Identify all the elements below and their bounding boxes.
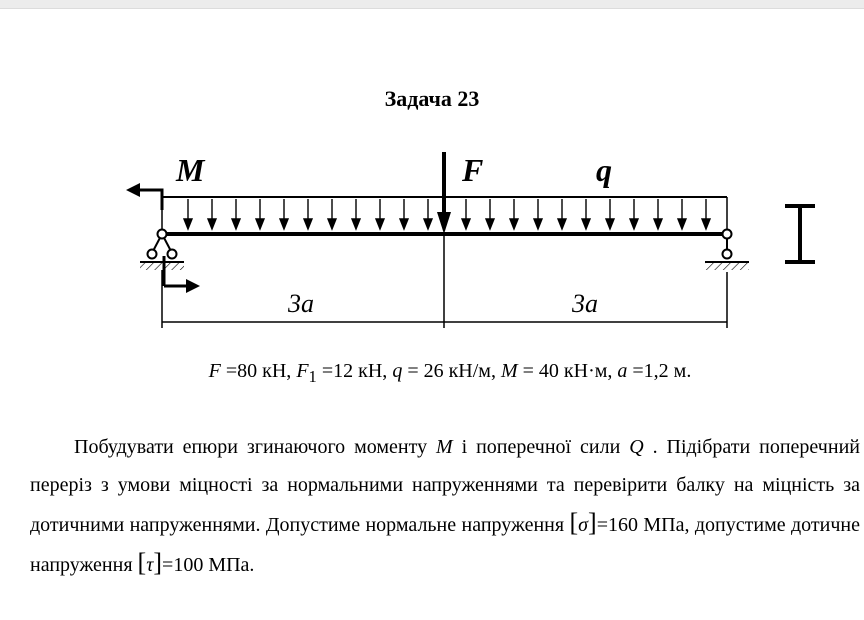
top-band: [0, 0, 864, 9]
label-load-q: q: [596, 152, 612, 188]
task-paragraph: Побудувати епюри згинаючого моменту M і …: [30, 436, 861, 577]
label-force-f: F: [461, 152, 483, 188]
right-roller-support: [705, 228, 749, 270]
distributed-load-arrows: [182, 199, 712, 231]
beam-diagram: M F q 3a 3a: [126, 152, 815, 328]
dimension-right-label: 3a: [571, 289, 598, 318]
left-pin-support: [140, 228, 184, 270]
i-section-icon: [785, 204, 815, 264]
problem-title: Задача 23: [384, 86, 480, 111]
task-text: Побудувати епюри згинаючого моменту M і …: [30, 428, 860, 584]
dimension-lines: [161, 236, 728, 328]
force-f-arrow: [437, 152, 451, 234]
label-moment-m: M: [175, 152, 206, 188]
dimension-left-label: 3a: [287, 289, 314, 318]
given-data-line: F =80 кН, F1 =12 кН, q = 26 кН/м, M = 40…: [208, 360, 692, 386]
force-f1-arrow: [162, 256, 200, 293]
moment-m-arrow: [126, 183, 164, 210]
